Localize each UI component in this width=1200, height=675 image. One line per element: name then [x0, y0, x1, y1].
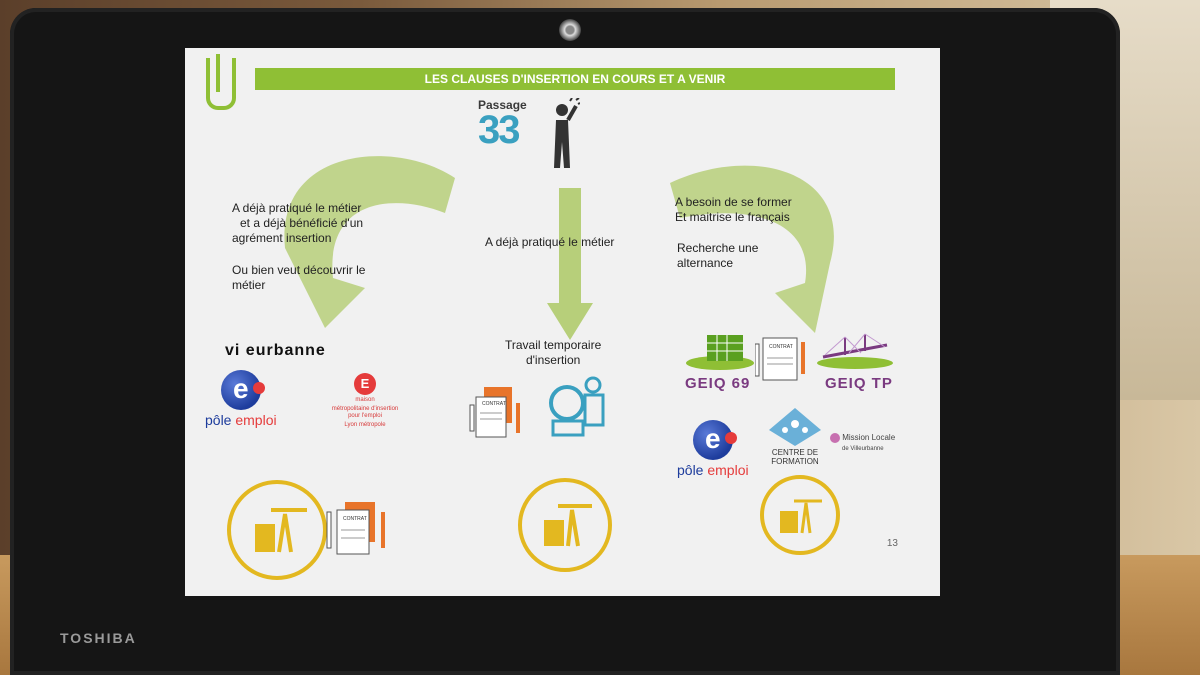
center-text-2: Travail temporaire d'insertion	[505, 338, 602, 367]
geiq69-building-icon	[686, 335, 754, 370]
right-text-2: Recherche une alternance	[677, 241, 759, 270]
slide-screen: LES CLAUSES D'INSERTION EN COURS ET A VE…	[185, 48, 940, 596]
teamwork-icon	[549, 376, 605, 437]
svg-text:CONTRAT: CONTRAT	[769, 344, 793, 350]
pole-emploi-logo-right: e pôle emploi	[677, 420, 749, 478]
mission-locale-icon	[830, 433, 840, 443]
svg-text:CONTRAT: CONTRAT	[482, 401, 506, 407]
laptop-brand: TOSHIBA	[60, 630, 137, 646]
person-icon	[554, 98, 580, 168]
webcam	[559, 19, 581, 41]
passage33-logo: Passage 33	[478, 98, 527, 152]
construction-icon-left	[227, 480, 327, 580]
center-down-arrow	[547, 188, 593, 340]
left-text-1: A déjà pratiqué le métier et a déjà béné…	[232, 201, 364, 245]
villeurbanne-logo: vi eurbanne	[225, 342, 326, 359]
slide-title: LES CLAUSES D'INSERTION EN COURS ET A VE…	[255, 68, 895, 90]
svg-text:CONTRAT: CONTRAT	[343, 516, 367, 522]
left-text-2: Ou bien veut découvrir le métier	[232, 263, 366, 292]
contract-icon-right: CONTRAT	[755, 337, 805, 381]
centre-formation-icon	[769, 408, 821, 446]
right-curved-arrow	[670, 165, 834, 333]
geiq69-label: GEIQ 69	[685, 375, 751, 392]
construction-icon-center	[518, 478, 612, 572]
pole-emploi-logo-left: e pôle emploi	[205, 370, 277, 428]
right-text-1: A besoin de se former Et maitrise le fra…	[675, 195, 792, 224]
construction-icon-right	[760, 475, 840, 555]
contract-icon-left: CONTRAT	[326, 502, 385, 555]
left-curved-arrow	[284, 156, 455, 328]
centre-formation-logo: CENTRE DE FORMATION	[765, 408, 825, 466]
geiqtp-bridge-icon	[817, 333, 893, 369]
slide-logo	[206, 54, 236, 110]
mission-locale-logo: Mission Locale de Villeurbanne	[830, 433, 895, 454]
maison-metropolitaine-logo: E maison métropolitaine d'insertion pour…	[325, 373, 405, 429]
page-number: 13	[886, 538, 898, 549]
center-text-1: A déjà pratiqué le métier	[485, 235, 615, 249]
geiqtp-label: GEIQ TP	[825, 375, 893, 392]
contract-icon-center: CONTRAT	[469, 387, 520, 438]
